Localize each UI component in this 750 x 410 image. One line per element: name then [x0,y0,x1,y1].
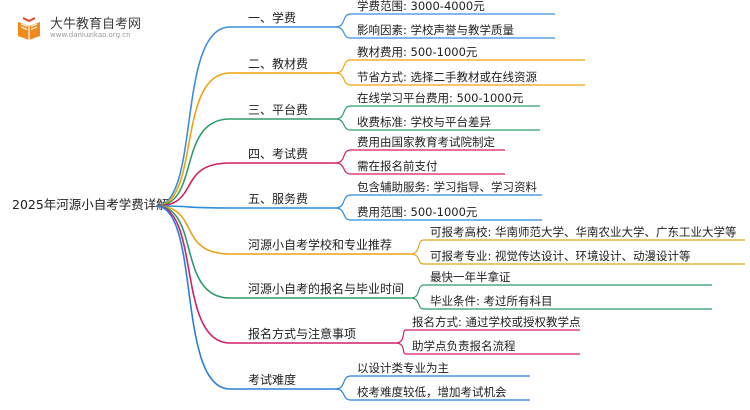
branch-link [155,118,335,207]
child-link [394,329,580,344]
child-topic: 费用由国家教育考试院制定 [357,135,495,149]
child-link [334,194,542,209]
child-topic: 可报考专业: 视觉传达设计、环境设计、动漫设计等 [430,249,691,263]
child-link [334,375,530,390]
child-link [409,239,745,255]
branch-topic: 四、考试费 [248,146,308,161]
child-topic: 包含辅助服务: 学习指导、学习资料 [357,180,538,194]
branch-link [155,205,410,255]
branch-link [155,162,335,207]
child-topic: 最快一年半拿证 [430,270,511,284]
child-topic: 报名方式: 通过学校或授权教学点 [412,315,581,329]
branch-link [155,205,395,344]
child-topic: 学费范围: 3000-4000元 [357,0,485,13]
child-link [409,253,745,265]
child-topic: 助学点负责报名流程 [412,339,516,353]
branch-topic: 一、学费 [248,10,296,25]
branch-link [155,72,335,207]
logo-title: 大牛教育自考网 [50,17,142,32]
child-link [334,207,542,221]
branch-topic: 五、服务费 [248,191,308,206]
book-logo-icon [18,17,40,40]
child-link [334,26,555,39]
child-topic: 可报考高校: 华南师范大学、华南农业大学、广东工业大学等 [430,225,737,239]
child-link [334,59,585,74]
child-topic: 教材费用: 500-1000元 [357,45,478,59]
branch-link [155,205,335,390]
branch-link [155,205,335,209]
child-link [334,162,505,175]
branch-link [155,205,410,299]
child-link [334,72,585,86]
child-topic: 毕业条件: 考过所有科目 [430,294,553,308]
branch-topic: 二、教材费 [248,56,308,71]
child-link [334,13,555,28]
child-link [409,297,712,310]
child-link [334,118,540,131]
child-topic: 需在报名前支付 [357,159,438,173]
child-topic: 节省方式: 选择二手教材或在线资源 [357,70,538,84]
branch-topic: 河源小自考学校和专业推荐 [248,237,392,252]
branch-topic: 三、平台费 [248,102,308,117]
site-logo: 大牛教育自考网 www.daniuzikao.org.cn [14,14,141,44]
child-topic: 费用范围: 500-1000元 [357,205,478,219]
branch-topic: 报名方式与注意事项 [248,326,356,341]
child-link [394,342,580,355]
child-topic: 收费标准: 学校与平台差异 [357,115,491,129]
child-topic: 校考难度较低，增加考试机会 [357,385,507,399]
child-link [409,284,712,299]
root-topic: 2025年河源小自考学费详解 [12,197,169,212]
branch-topic: 考试难度 [248,372,296,387]
child-topic: 影响因素: 学校声誉与教学质量 [357,23,514,37]
child-link [334,388,530,401]
logo-subtitle: www.daniuzikao.org.cn [50,31,131,40]
branch-topic: 河源小自考的报名与毕业时间 [248,281,404,296]
child-link [334,105,540,120]
child-topic: 在线学习平台费用: 500-1000元 [357,91,524,105]
child-topic: 以设计类专业为主 [357,361,449,375]
child-link [334,149,505,164]
branch-link [155,26,335,207]
